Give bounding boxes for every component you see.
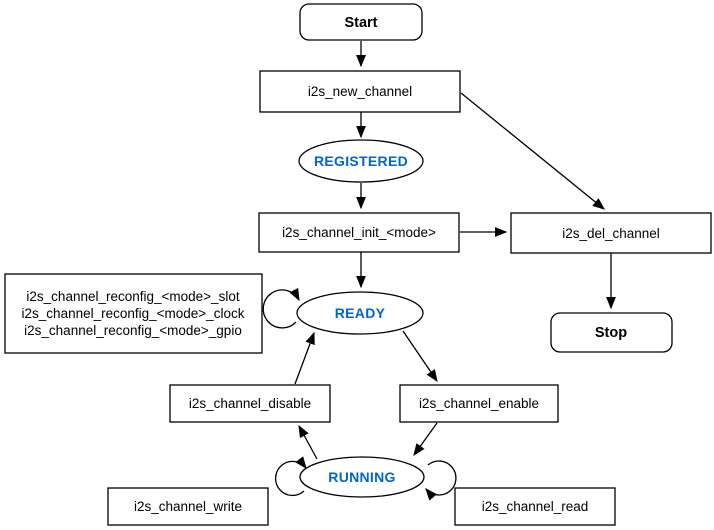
- edge-ready-to-enable: [402, 330, 438, 383]
- stop-box: [550, 312, 673, 353]
- node-stop: Stop: [550, 312, 673, 353]
- running-ellipse: [299, 456, 425, 498]
- ready-ellipse: [296, 291, 424, 335]
- node-i2s-del-channel: i2s_del_channel: [510, 212, 712, 254]
- write-label: i2s_channel_write: [134, 499, 242, 514]
- node-start: Start: [299, 3, 423, 41]
- edge-enable-to-running: [413, 422, 438, 457]
- loop-running-write: [274, 456, 307, 497]
- enable-label: i2s_channel_enable: [419, 396, 539, 411]
- enable-box: [399, 384, 559, 423]
- registered-ellipse: [298, 139, 424, 183]
- disable-label: i2s_channel_disable: [189, 396, 311, 411]
- init-label: i2s_channel_init_<mode>: [282, 225, 436, 240]
- del-label: i2s_del_channel: [562, 226, 660, 241]
- registered-label: REGISTERED: [314, 153, 408, 169]
- reconfig-line-gpio: i2s_channel_reconfig_<mode>_gpio: [24, 323, 242, 338]
- stop-label: Stop: [595, 325, 627, 341]
- node-i2s-channel-disable: i2s_channel_disable: [169, 384, 331, 423]
- loop-ready-reconfig: [262, 287, 300, 329]
- node-i2s-channel-write: i2s_channel_write: [107, 487, 269, 526]
- reconfig-line-slot: i2s_channel_reconfig_<mode>_slot: [26, 289, 239, 304]
- ready-label: READY: [335, 305, 386, 321]
- node-reconfig-group: i2s_channel_reconfig_<mode>_slot i2s_cha…: [4, 273, 263, 354]
- write-box: [107, 487, 269, 526]
- new-channel-label: i2s_new_channel: [308, 84, 412, 99]
- reconfig-box: [4, 273, 263, 354]
- disable-box: [169, 384, 331, 423]
- del-box: [510, 212, 712, 254]
- state-running: RUNNING: [299, 456, 425, 498]
- read-label: i2s_channel_read: [482, 499, 589, 514]
- node-i2s-channel-enable: i2s_channel_enable: [399, 384, 559, 423]
- edge-new-channel-to-del: [460, 92, 605, 210]
- reconfig-line-clock: i2s_channel_reconfig_<mode>_clock: [22, 306, 245, 321]
- loop-running-read: [425, 460, 457, 501]
- edge-disable-to-ready: [294, 331, 315, 385]
- running-label: RUNNING: [328, 469, 395, 485]
- node-i2s-new-channel: i2s_new_channel: [259, 70, 461, 113]
- node-i2s-channel-read: i2s_channel_read: [454, 487, 616, 526]
- start-box: [299, 3, 423, 41]
- state-ready: READY: [296, 291, 424, 335]
- start-label: Start: [344, 15, 377, 31]
- node-i2s-channel-init: i2s_channel_init_<mode>: [258, 212, 460, 253]
- state-registered: REGISTERED: [298, 139, 424, 183]
- new-channel-box: [259, 70, 461, 113]
- read-box: [454, 487, 616, 526]
- edge-running-to-disable: [298, 424, 318, 460]
- init-box: [258, 212, 460, 253]
